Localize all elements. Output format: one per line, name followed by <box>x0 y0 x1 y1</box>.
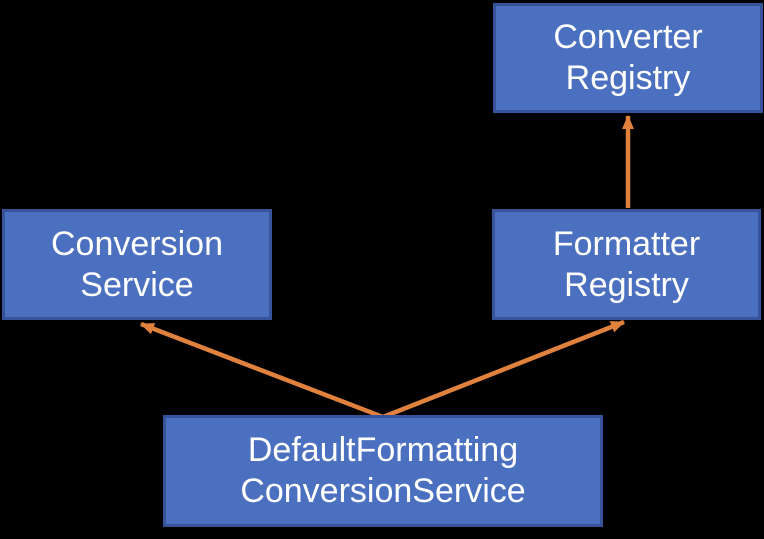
arrow-default-to-formatter-registry <box>382 319 625 420</box>
node-formatter-registry: Formatter Registry <box>492 209 761 320</box>
node-default-formatting-conversion-service: DefaultFormatting ConversionService <box>163 415 603 527</box>
node-converter-registry: Converter Registry <box>493 3 763 113</box>
node-conversion-service: Conversion Service <box>2 209 272 320</box>
arrow-default-to-conversion-service <box>140 321 384 420</box>
